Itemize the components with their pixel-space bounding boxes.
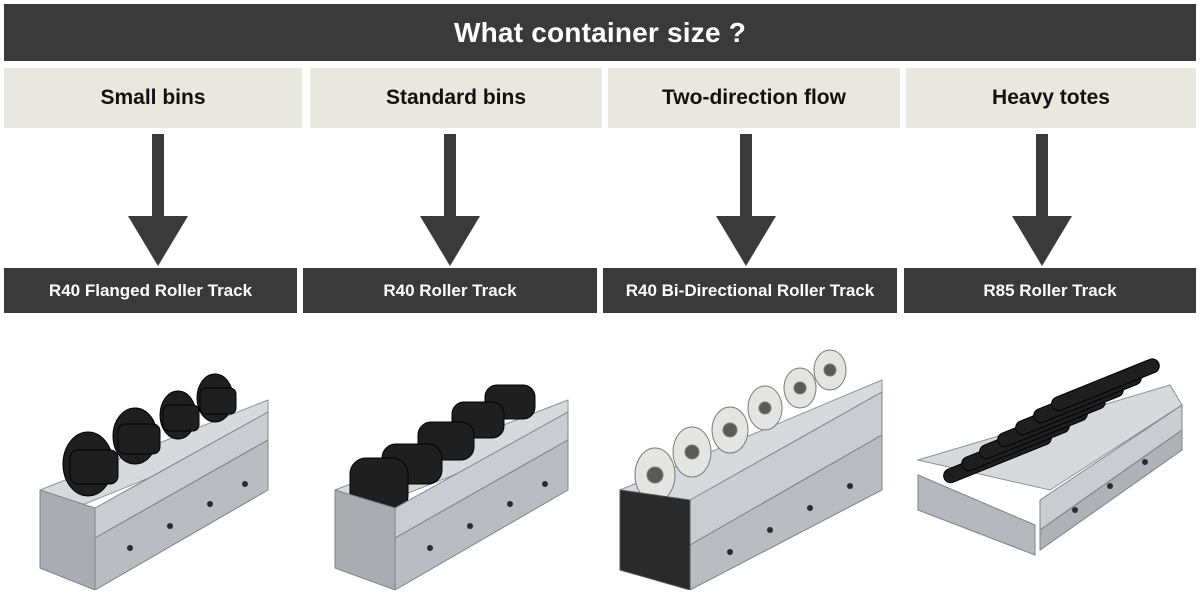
category-label: Standard bins [310, 68, 602, 128]
column-two-direction-flow: Two-direction flow R40 Bi-Directional Ro… [600, 0, 900, 612]
flanged-roller-track-photo [39, 373, 269, 590]
arrow-down-icon [128, 134, 188, 266]
product-label: R40 Flanged Roller Track [4, 268, 297, 313]
arrow-down-icon [716, 134, 776, 266]
product-label: R40 Bi-Directional Roller Track [603, 268, 897, 313]
category-label: Small bins [4, 68, 302, 128]
roller-track-photo [334, 384, 569, 590]
page-title: What container size ? [4, 4, 1196, 61]
category-label: Heavy totes [906, 68, 1196, 128]
column-standard-bins: Standard bins R40 Roller Track [300, 0, 602, 612]
bi-directional-roller-track-photo [619, 349, 883, 590]
product-label: R85 Roller Track [904, 268, 1196, 313]
arrow-down-icon [1012, 134, 1072, 266]
arrow-down-icon [420, 134, 480, 266]
r85-roller-track-photo [916, 358, 1183, 556]
product-label: R40 Roller Track [303, 268, 597, 313]
column-heavy-totes: Heavy totes R85 Roller Track [900, 0, 1200, 612]
category-label: Two-direction flow [608, 68, 900, 128]
column-small-bins: Small bins R40 Flanged Roller Track [0, 0, 302, 612]
